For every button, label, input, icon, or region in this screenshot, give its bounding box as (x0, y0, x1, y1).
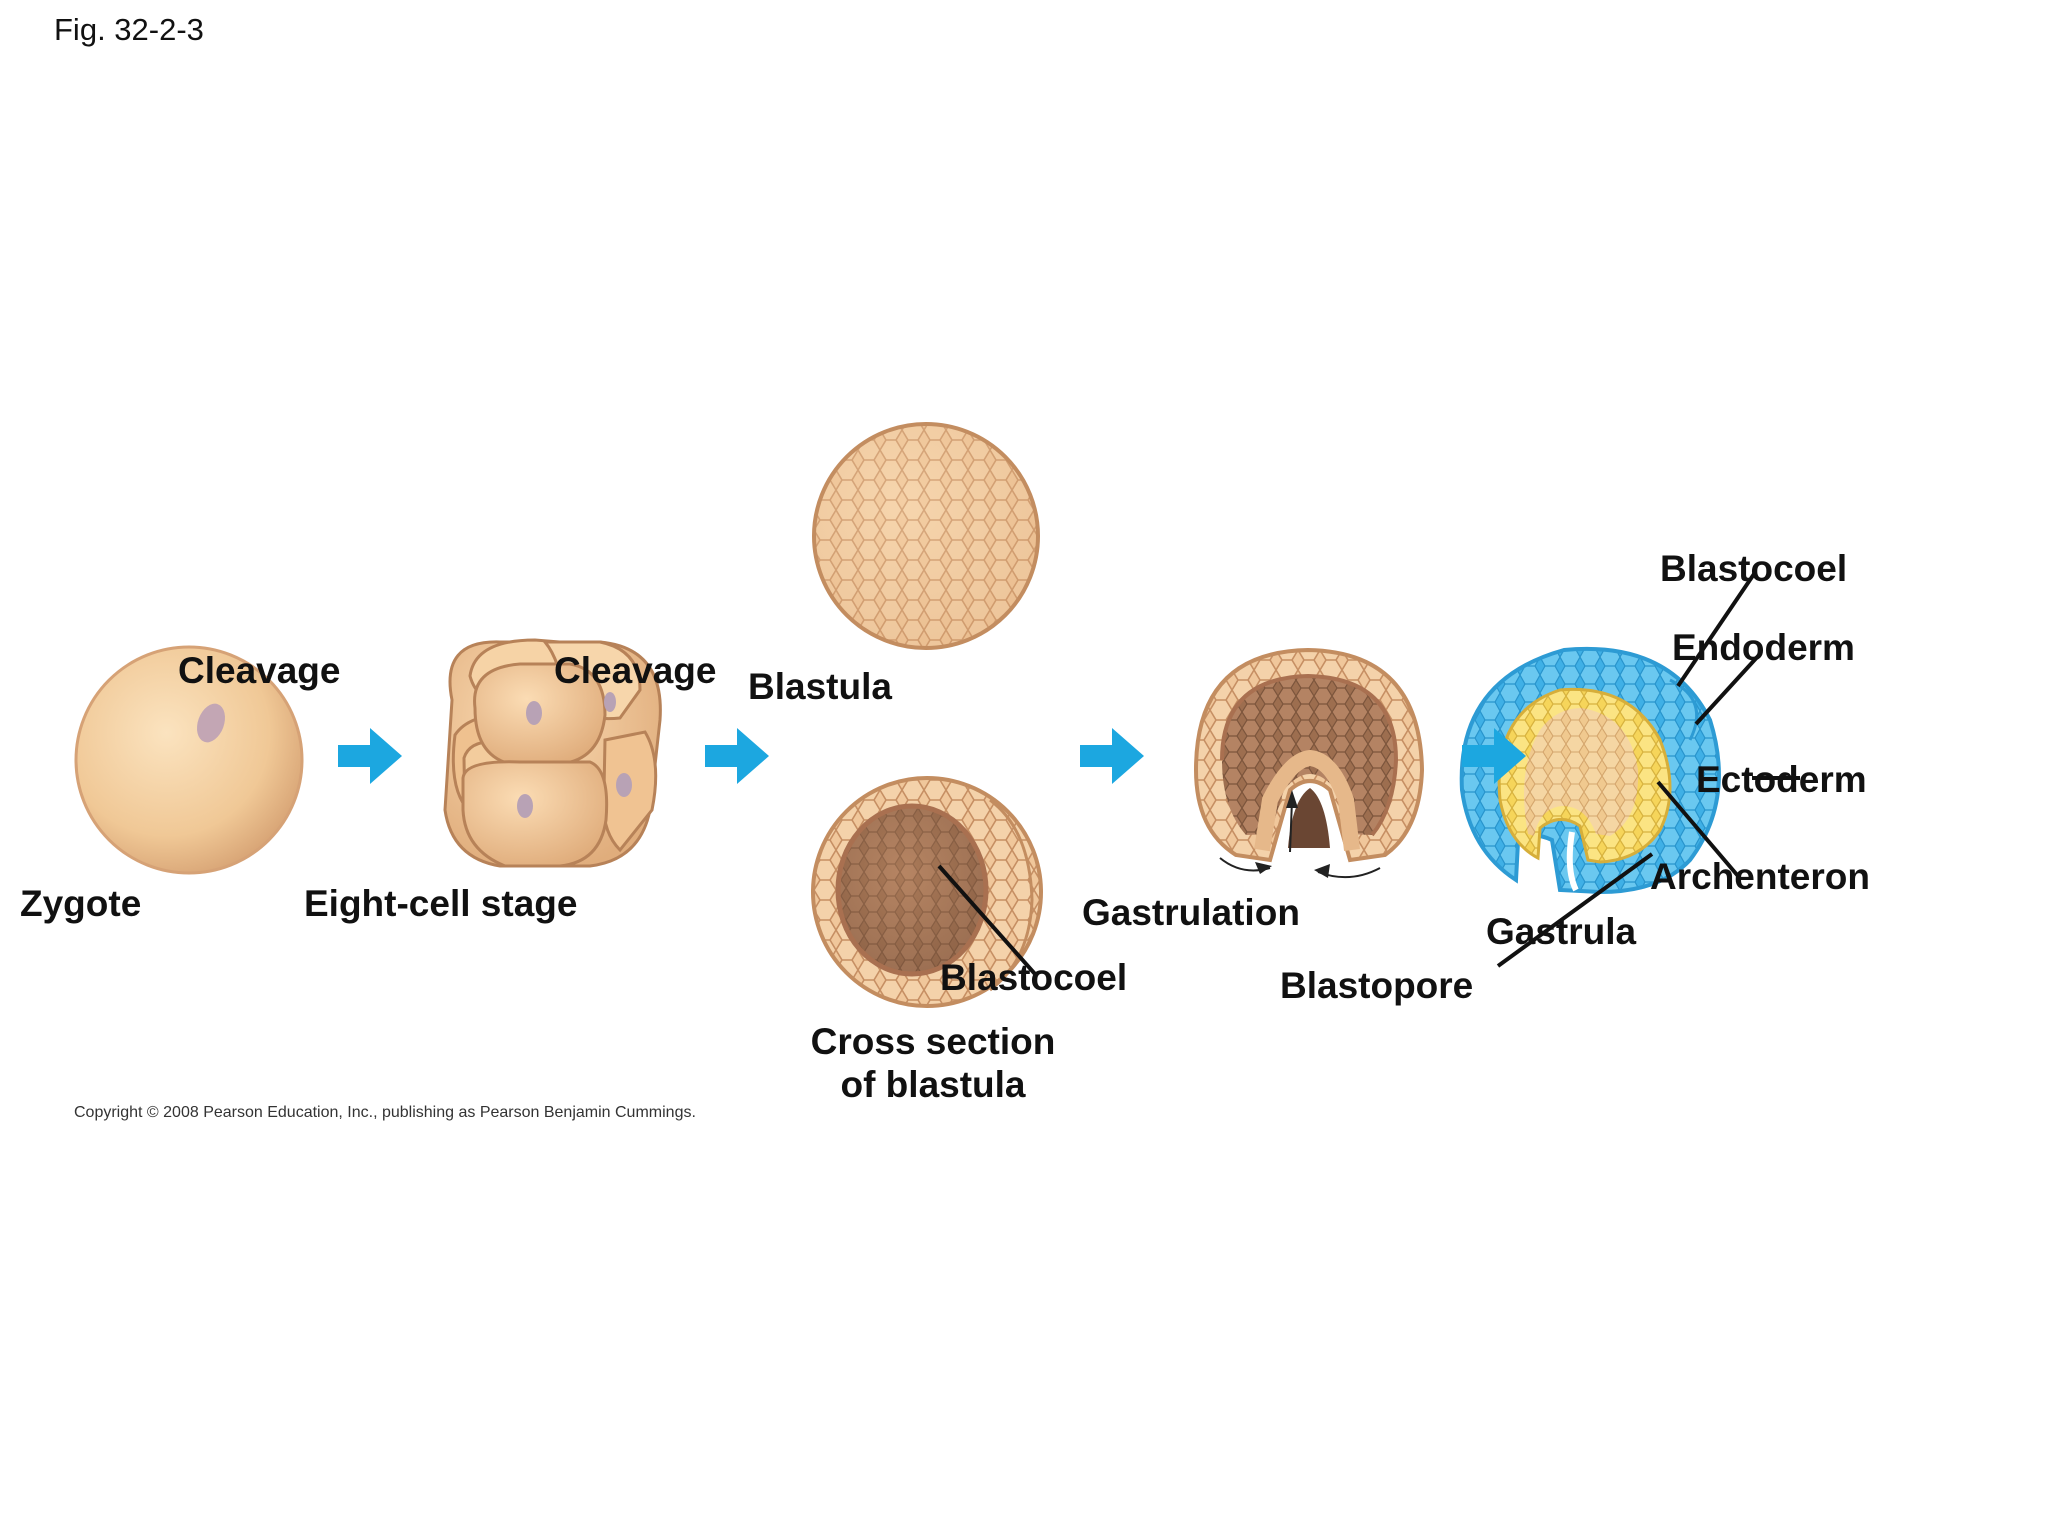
label-gastrulation: Gastrulation (1082, 892, 1300, 933)
label-cleavage-first: Cleavage (178, 650, 341, 691)
blastula-illustration (812, 422, 1040, 650)
label-cross-section-line2: of blastula (840, 1064, 1025, 1105)
label-archenteron: Archenteron (1650, 856, 1870, 897)
label-zygote: Zygote (20, 883, 141, 924)
label-cross-section-line1: Cross section (811, 1021, 1056, 1062)
arrow-icon (338, 728, 402, 784)
eight-cell-illustration (443, 638, 662, 868)
label-eight-cell-stage: Eight-cell stage (304, 883, 577, 924)
label-cleavage-second: Cleavage (554, 650, 717, 691)
leader-lines (937, 572, 1800, 976)
label-blastopore: Blastopore (1280, 965, 1473, 1006)
label-blastocoel-gastrula: Blastocoel (1660, 548, 1847, 589)
copyright-notice: Copyright © 2008 Pearson Education, Inc.… (74, 1104, 696, 1121)
gastrulation-illustration (1193, 647, 1425, 879)
zygote-illustration (74, 645, 304, 875)
stage-arrows (338, 728, 1526, 784)
blastula-cross-section-illustration (811, 776, 1043, 1008)
arrow-icon (1462, 728, 1526, 784)
label-endoderm: Endoderm (1672, 627, 1855, 668)
label-ectoderm: Ectoderm (1696, 759, 1867, 800)
label-gastrula: Gastrula (1486, 911, 1637, 952)
label-blastula: Blastula (748, 666, 892, 707)
label-blastocoel-cross: Blastocoel (940, 957, 1127, 998)
gastrula-illustration (1459, 646, 1721, 895)
arrow-icon (705, 728, 769, 784)
arrow-icon (1080, 728, 1144, 784)
figure-number: Fig. 32-2-3 (54, 12, 204, 47)
